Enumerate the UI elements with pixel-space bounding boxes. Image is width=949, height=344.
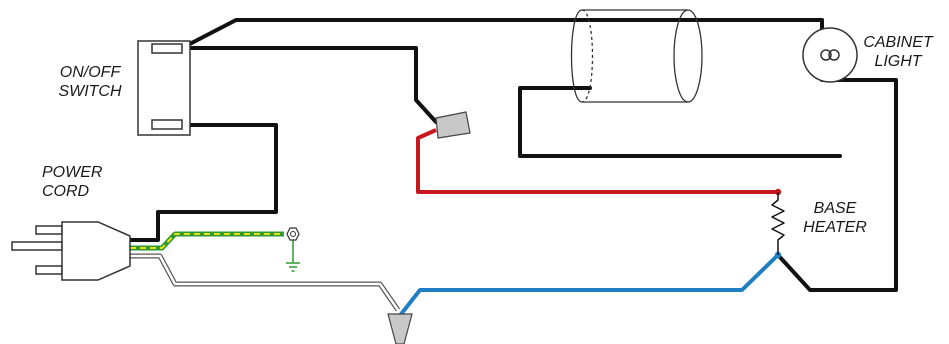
light-label: CABINET LIGHT: [853, 33, 943, 71]
wire-nut-lower-icon: [387, 313, 413, 344]
switch-label: ON/OFF SWITCH: [40, 63, 140, 101]
cord-label-line2: CORD: [42, 183, 90, 200]
heater-label-line2: HEATER: [803, 219, 867, 236]
switch-label-line2: SWITCH: [58, 83, 122, 100]
wire-nut-upper-icon: [435, 111, 471, 139]
light-label-line2: LIGHT: [874, 53, 922, 70]
wire-switch-to-plug: [128, 123, 278, 242]
base-heater-resistor-icon: [771, 192, 785, 255]
wire-blue: [396, 253, 780, 320]
ground-screw-icon: [286, 227, 300, 262]
ground-wire: [130, 231, 284, 251]
white-wire: [130, 253, 401, 312]
wire-switch-to-nut: [180, 46, 438, 124]
wire-switch-to-lamp: [180, 18, 824, 50]
switch-label-line1: ON/OFF: [59, 64, 121, 81]
cord-label-line1: POWER: [42, 164, 103, 181]
heater-label-line1: BASE: [813, 200, 857, 217]
light-label-line1: CABINET: [863, 34, 933, 51]
wire-lamp-return: [776, 78, 898, 292]
wire-conduit-loop: [518, 86, 842, 158]
switch-top-terminal: [151, 43, 183, 54]
on-off-switch: [137, 40, 191, 136]
switch-bottom-terminal: [151, 119, 183, 130]
wire-red: [416, 128, 778, 194]
power-plug-icon: [11, 221, 131, 281]
black-wires: [128, 18, 898, 292]
cabinet-light-icon: [802, 27, 858, 83]
ground-symbol-icon: [286, 262, 300, 272]
conduit-sleeve-icon: [570, 9, 703, 103]
cord-label: POWER CORD: [42, 163, 142, 201]
heater-label: BASE HEATER: [790, 199, 880, 237]
